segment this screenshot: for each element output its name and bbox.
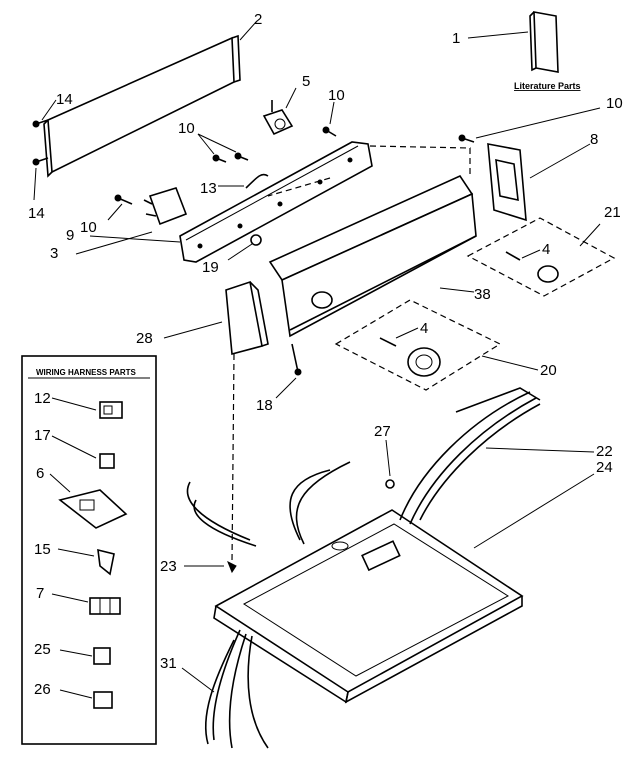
callout-24: 24 (596, 459, 613, 476)
part-5 (262, 100, 294, 136)
callout-3: 3 (50, 245, 58, 262)
part-19 (250, 234, 262, 246)
callout-6: 6 (36, 465, 44, 482)
connector-6 (58, 489, 128, 529)
callout-4b: 4 (420, 320, 428, 337)
callout-12: 12 (34, 390, 51, 407)
rear-panel (43, 34, 241, 178)
connector-17 (99, 453, 115, 469)
screw-10-left (114, 194, 133, 205)
callout-23: 23 (160, 558, 177, 575)
callout-13: 13 (200, 180, 217, 197)
screw-14-bottom (32, 157, 49, 166)
switch-3 (143, 187, 188, 226)
console-38 (267, 145, 477, 338)
callout-19: 19 (202, 259, 219, 276)
callout-22: 22 (596, 443, 613, 460)
wiring-harness-box (21, 355, 157, 745)
callout-1: 1 (452, 30, 460, 47)
harness-22 (399, 387, 541, 525)
callout-18: 18 (256, 397, 273, 414)
endcap-28 (225, 280, 269, 356)
control-bracket (179, 141, 373, 263)
harness-31 (204, 629, 269, 749)
wiring-box-title: WIRING HARNESS PARTS (36, 368, 137, 377)
callout-20: 20 (540, 362, 557, 379)
screw-14-top (32, 119, 49, 128)
endcap-8 (487, 143, 527, 222)
literature-booklet (529, 11, 559, 73)
top-panel-24 (213, 509, 524, 704)
callout-10c: 10 (328, 87, 345, 104)
callout-2: 2 (254, 11, 262, 28)
callout-14b: 14 (28, 205, 45, 222)
knob-assembly-20-box (334, 299, 502, 391)
screw-10-right (322, 126, 337, 137)
callout-28: 28 (136, 330, 153, 347)
callout-8: 8 (590, 131, 598, 148)
knob-21 (505, 251, 559, 283)
callout-7: 7 (36, 585, 44, 602)
literature-parts-caption: Literature Parts (514, 81, 581, 91)
callout-26: 26 (34, 681, 51, 698)
connector-12 (99, 401, 123, 419)
screw-18 (291, 343, 302, 376)
harness-wires-top (186, 461, 351, 547)
callout-9: 9 (66, 227, 74, 244)
callout-38: 38 (474, 286, 491, 303)
part-27 (385, 479, 395, 489)
connector-26 (93, 691, 113, 709)
knob-assembly-21-box (466, 217, 616, 297)
connector-7 (89, 597, 121, 615)
callout-10b: 10 (178, 120, 195, 137)
callout-17: 17 (34, 427, 51, 444)
knob-20 (379, 337, 441, 377)
callout-14a: 14 (56, 91, 73, 108)
callout-5: 5 (302, 73, 310, 90)
callout-21: 21 (604, 204, 621, 221)
connector-25 (93, 647, 111, 665)
callout-4a: 4 (542, 241, 550, 258)
clip-15 (97, 548, 115, 576)
part-23 (227, 560, 237, 574)
screw-10-middle (212, 152, 249, 163)
screw-10-endcap (458, 134, 475, 143)
callout-10a: 10 (80, 219, 97, 236)
callout-15: 15 (34, 541, 51, 558)
callout-31: 31 (160, 655, 177, 672)
callout-25: 25 (34, 641, 51, 658)
callout-10d: 10 (606, 95, 623, 112)
callout-27: 27 (374, 423, 391, 440)
